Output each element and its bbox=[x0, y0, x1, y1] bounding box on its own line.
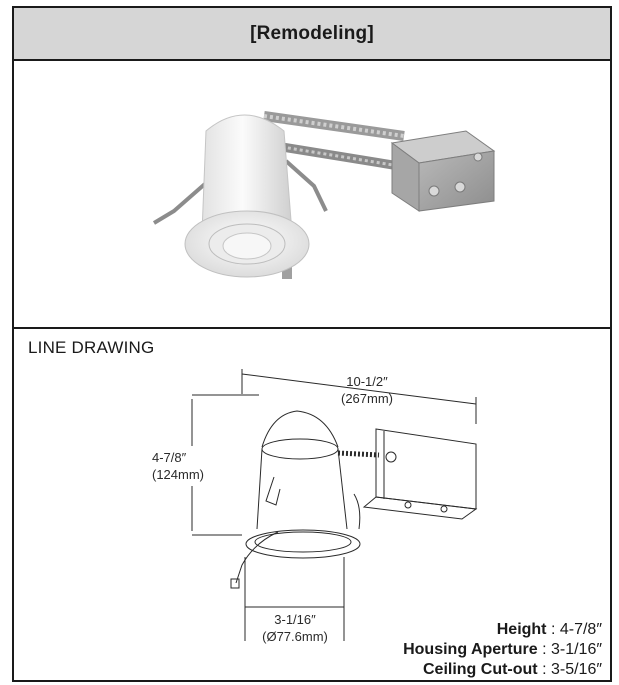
aperture-metric: (Ø77.6mm) bbox=[262, 629, 328, 644]
height-imperial: 4-7/8″ bbox=[152, 450, 187, 465]
technical-line-drawing bbox=[191, 369, 478, 641]
length-dimension: 10-1/2″ (267mm) bbox=[332, 373, 402, 407]
spec-sheet: [Remodeling] bbox=[12, 6, 612, 682]
length-metric: (267mm) bbox=[340, 391, 393, 406]
spec-ceiling-cutout: Ceiling Cut-out : 3-5/16″ bbox=[422, 661, 602, 678]
spec-height: Height : 4-7/8″ bbox=[496, 621, 602, 638]
aperture-imperial: 3-1/16″ bbox=[274, 612, 316, 627]
product-photo bbox=[14, 61, 610, 329]
recessed-light-photo bbox=[152, 111, 496, 279]
height-dimension: 4-7/8″ (124mm) bbox=[152, 449, 232, 483]
line-drawing-section: LINE DRAWING bbox=[14, 329, 610, 680]
length-imperial: 10-1/2″ bbox=[346, 374, 388, 389]
line-drawing-title: LINE DRAWING bbox=[28, 338, 155, 357]
height-metric: (124mm) bbox=[152, 467, 205, 482]
spec-list: Height : 4-7/8″ Housing Aperture : 3-1/1… bbox=[403, 620, 602, 680]
section-header: [Remodeling] bbox=[14, 8, 610, 61]
section-title: [Remodeling] bbox=[250, 22, 374, 44]
aperture-dimension: 3-1/16″ (Ø77.6mm) bbox=[245, 611, 345, 645]
spec-housing-aperture: Housing Aperture : 3-1/16″ bbox=[403, 641, 602, 658]
